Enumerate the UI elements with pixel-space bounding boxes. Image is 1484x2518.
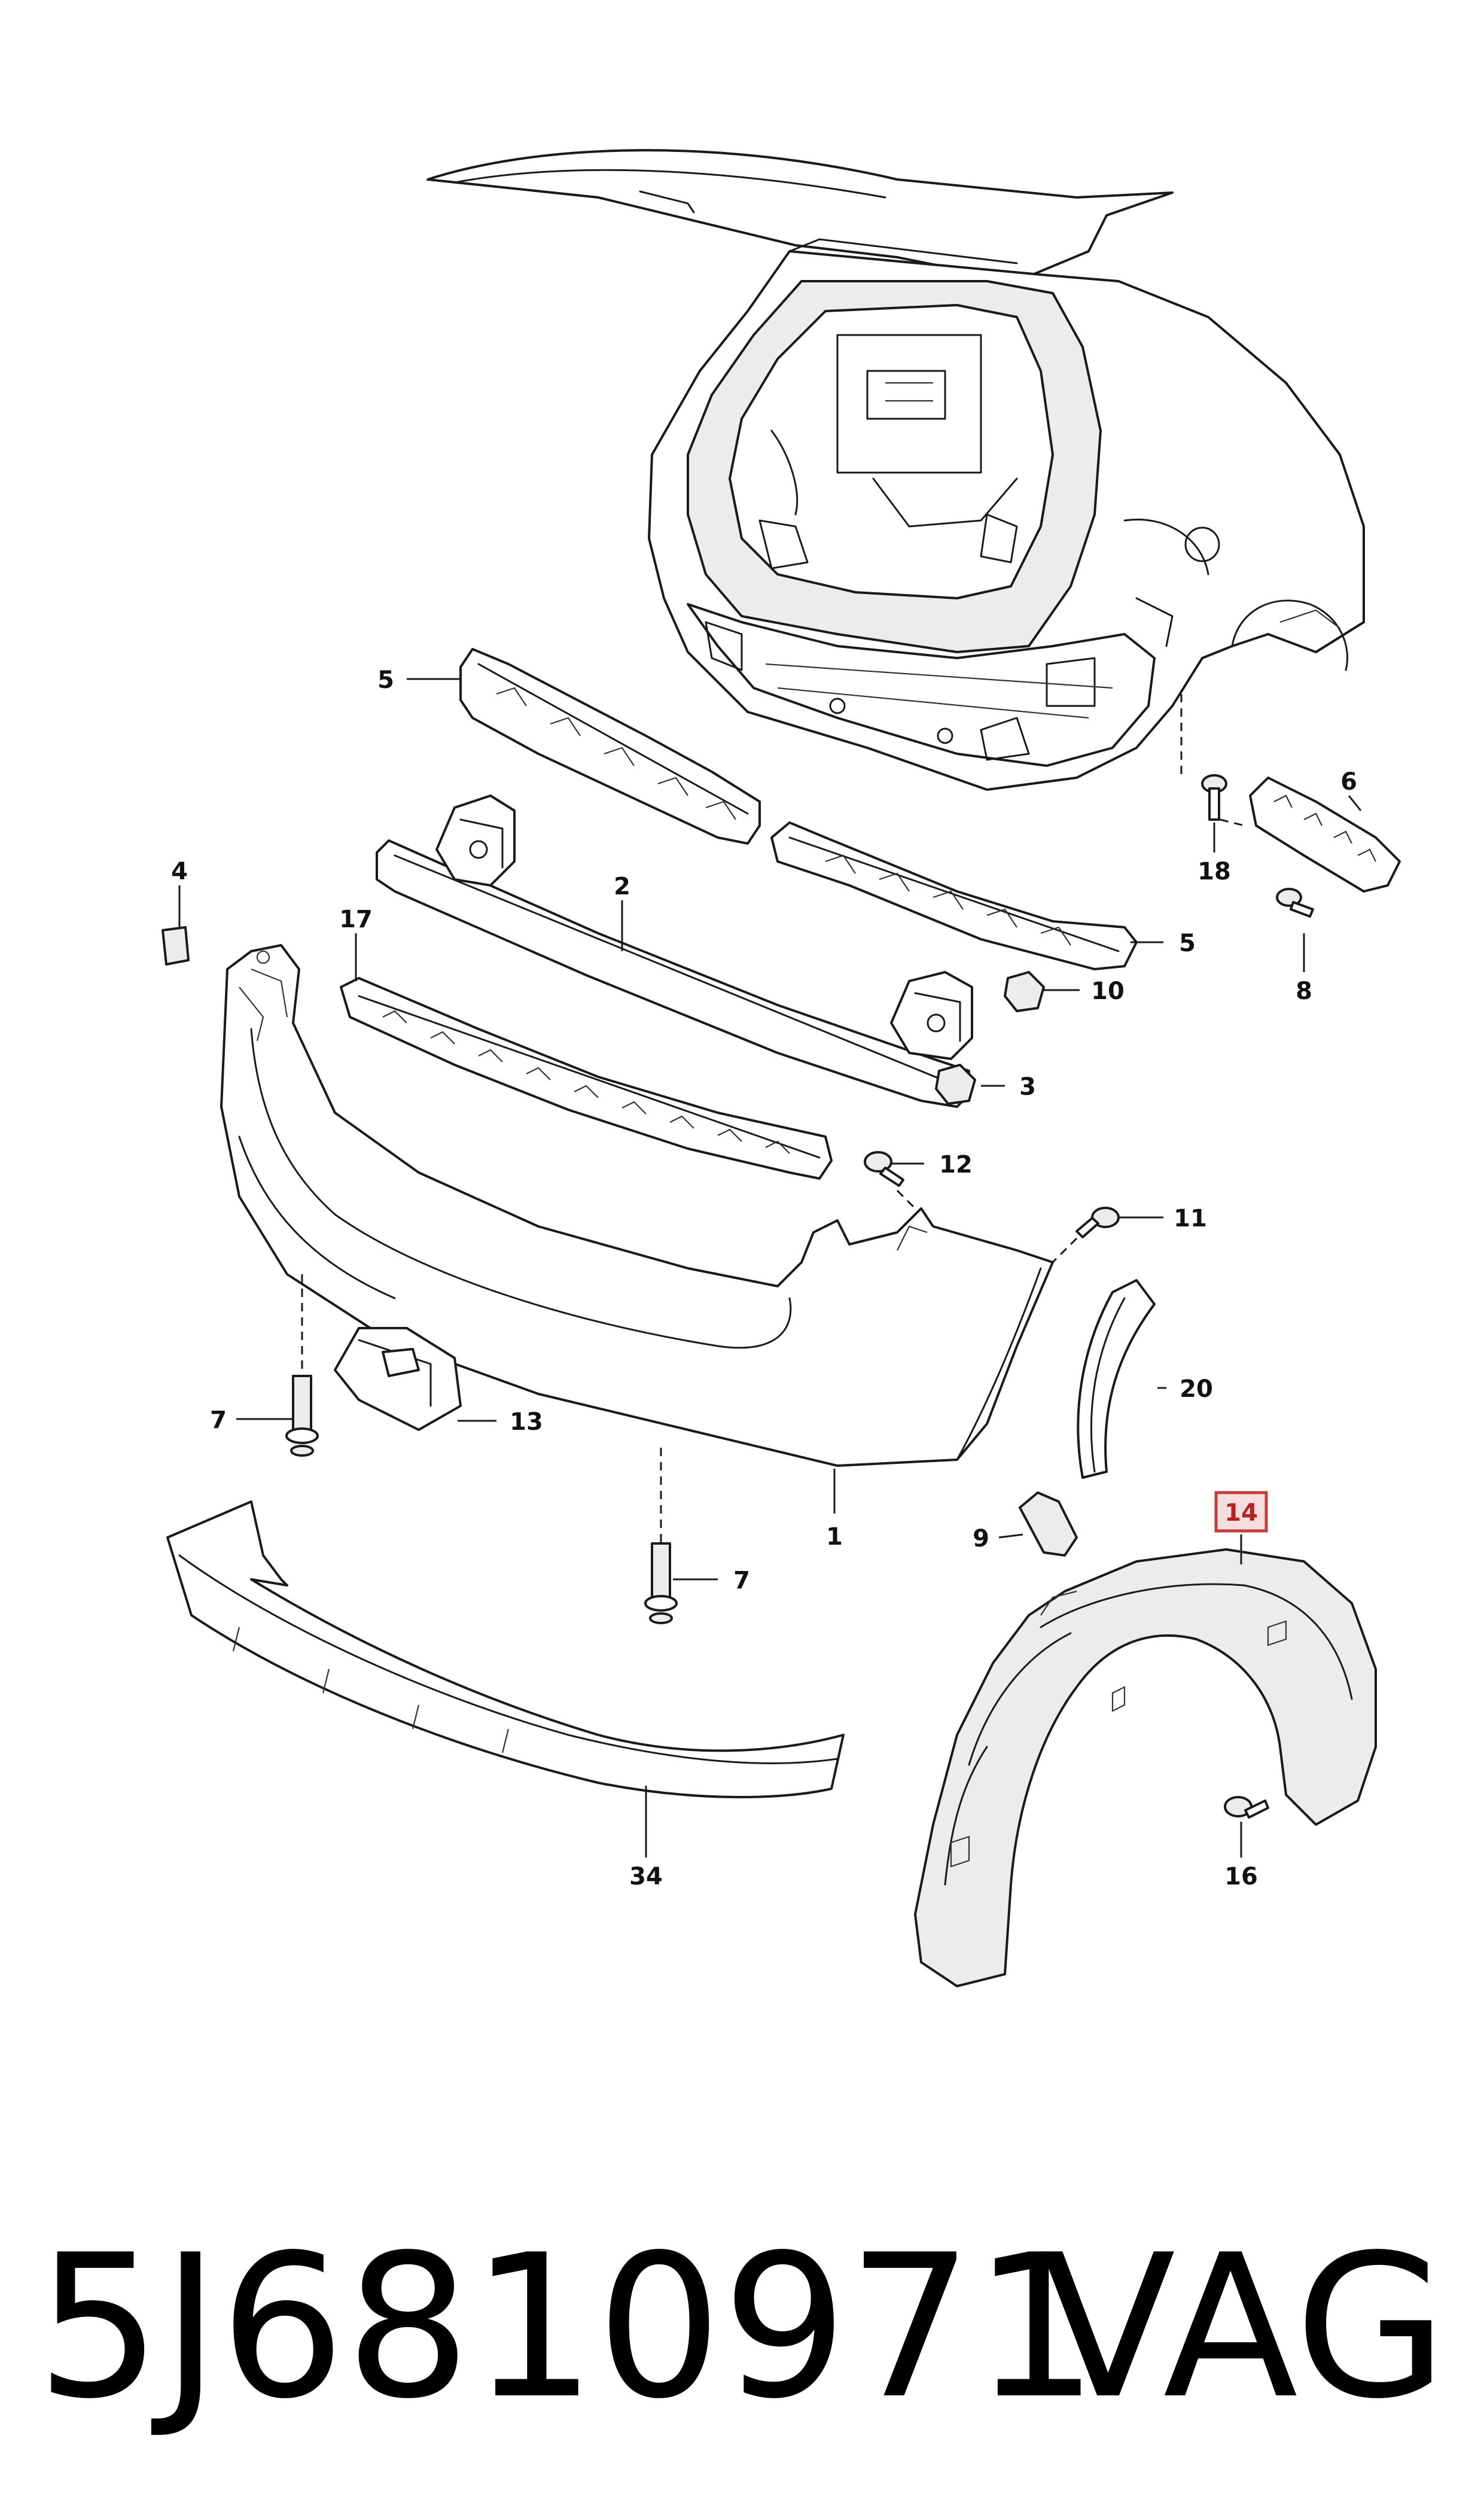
brand-text: VAG	[1040, 2212, 1448, 2442]
callout-10: 10	[1091, 978, 1125, 1005]
part-17-guide-strip	[340, 977, 833, 1180]
callout-5-left: 5	[377, 666, 394, 694]
callout-17: 17	[339, 906, 373, 933]
callout-14: 14	[1224, 1499, 1258, 1527]
callout-11: 11	[1174, 1205, 1207, 1232]
callout-7-bottom: 7	[733, 1567, 750, 1594]
exploded-parts-diagram: 1 2 3 4 5 5 6 7 7 8 9 10 11 12 13 14 16 …	[161, 149, 1401, 1987]
callout-9: 9	[973, 1525, 989, 1552]
callout-labels: 1 2 3 4 5 5 6 7 7 8 9 10 11 12 13 14 16 …	[171, 666, 1357, 1890]
part-9-clip	[1019, 1491, 1078, 1557]
callout-8: 8	[1296, 978, 1312, 1005]
part-13-bracket	[334, 1327, 462, 1431]
callout-13: 13	[510, 1408, 543, 1436]
part-5-left-guide	[459, 648, 761, 845]
part-34-diffuser	[166, 1500, 845, 1798]
part-20-trim-strip	[1077, 1279, 1156, 1479]
part-14-wheel-liner	[914, 1548, 1377, 1987]
callout-5-right: 5	[1179, 930, 1196, 957]
vehicle-rear-body	[426, 149, 1365, 791]
part-10-nut	[1004, 971, 1045, 1012]
part-5-right-guide	[770, 821, 1138, 970]
callout-1: 1	[826, 1523, 843, 1551]
callout-16: 16	[1224, 1863, 1258, 1890]
part-3-nut	[935, 1064, 976, 1105]
callout-6: 6	[1340, 768, 1357, 796]
leader-lines	[178, 678, 1362, 1858]
callout-4: 4	[171, 858, 188, 885]
footer: 5J6810971 VAG	[36, 2202, 1448, 2453]
fasteners	[161, 774, 1314, 1819]
callout-2: 2	[614, 873, 630, 900]
assembly-lines	[301, 694, 1245, 1543]
callout-3: 3	[1019, 1073, 1036, 1101]
callout-12: 12	[939, 1151, 973, 1179]
callout-18: 18	[1197, 858, 1231, 885]
part-number-text: 5J6810971	[36, 2212, 1099, 2442]
part-7-clip-bottom	[644, 1542, 678, 1624]
callout-14-highlight	[1214, 1491, 1268, 1533]
part-4-clip	[161, 926, 190, 966]
part-16-screw	[1224, 1796, 1269, 1819]
part-7-clip-left	[285, 1375, 319, 1457]
callout-34: 34	[629, 1863, 663, 1890]
part-1-bumper-cover	[220, 944, 1054, 1467]
callout-7-left: 7	[210, 1406, 227, 1434]
callout-20: 20	[1180, 1375, 1213, 1403]
part-6-side-bracket	[1249, 777, 1401, 893]
part-12-screw	[864, 1151, 904, 1187]
part-11-screw	[1075, 1207, 1120, 1238]
part-8-screw	[1276, 888, 1314, 918]
part-18-screw	[1201, 774, 1227, 821]
